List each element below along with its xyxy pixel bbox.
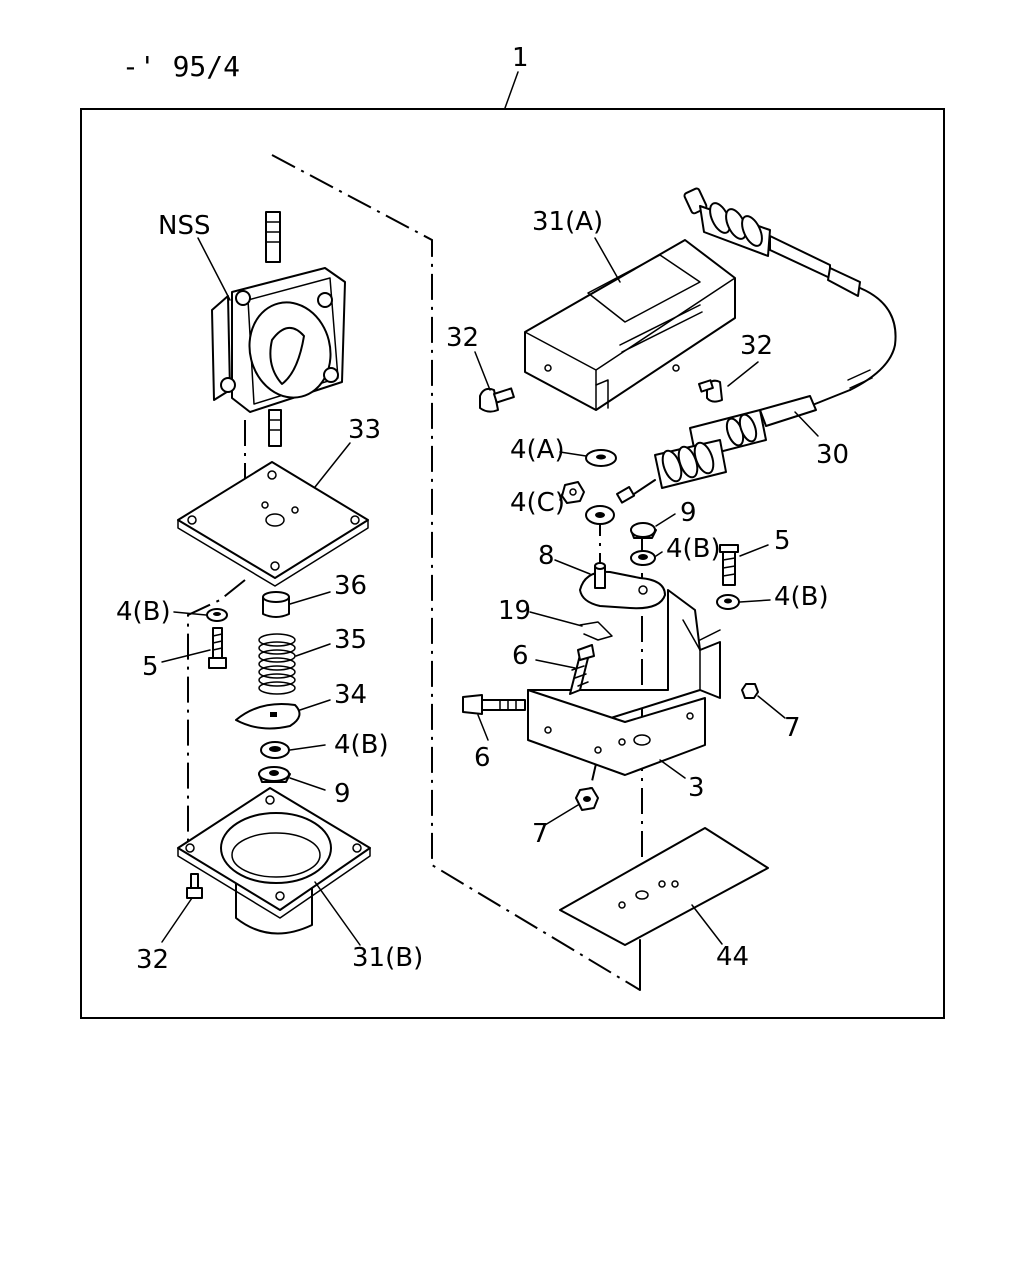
label-32-top-left: 32: [446, 323, 479, 353]
label-6-bottom: 6: [474, 743, 491, 773]
label-4c: 4(C): [510, 488, 565, 518]
label-19: 19: [498, 596, 531, 626]
label-4b-lower: 4(B): [334, 730, 389, 760]
label-7-right: 7: [784, 713, 801, 743]
bolt-5-left: [208, 627, 227, 669]
label-34: 34: [334, 680, 367, 710]
label-33: 33: [348, 415, 381, 445]
assembly-divider: [271, 154, 641, 991]
label-9-right: 9: [680, 498, 697, 528]
lever-8: [579, 562, 666, 610]
model-code-label: -' 95/4: [122, 50, 240, 83]
label-30: 30: [816, 440, 849, 470]
label-5-left: 5: [142, 652, 159, 682]
label-35: 35: [334, 625, 367, 655]
spring-35: [258, 633, 296, 695]
label-nss: NSS: [158, 211, 210, 241]
washer-4b-right-top: [630, 550, 656, 566]
leader-lines: [161, 237, 819, 946]
bracket-3: [527, 589, 721, 776]
cover-31a: [524, 239, 736, 411]
label-6-top: 6: [512, 641, 529, 671]
bolt-5-right: [719, 544, 739, 586]
nut-9-right: [630, 522, 657, 539]
washer-4a: [585, 449, 617, 467]
label-4b-right-top: 4(B): [666, 534, 721, 564]
bolt-6-top: [569, 644, 595, 695]
nut-4c: [561, 481, 585, 504]
lever-34: [235, 703, 301, 730]
label-5-right: 5: [774, 526, 791, 556]
washer-4b-left: [206, 608, 228, 622]
bolt-6-bottom: [462, 694, 526, 715]
label-3: 3: [688, 773, 705, 803]
label-32-left: 32: [136, 945, 169, 975]
label-7-bottom: 7: [532, 819, 549, 849]
nut-7-right: [741, 683, 759, 699]
plate-44: [559, 827, 769, 946]
cable-30: [585, 187, 897, 525]
bushing-36: [262, 591, 290, 618]
clip-19: [579, 621, 613, 641]
label-31b: 31(B): [352, 943, 423, 973]
housing-31b: [177, 787, 371, 935]
label-32-top-right: 32: [740, 331, 773, 361]
assembly-number-label: 1: [512, 43, 529, 73]
nut-7-bottom: [575, 787, 599, 811]
screw-32-left: [186, 873, 203, 899]
screw-32-cover-right: [698, 379, 723, 403]
washer-4b-lower: [260, 741, 290, 759]
callout-labels: NSS 33 4(B) 5 36 35 34 4(B) 9 32 31(B) 3…: [116, 207, 849, 975]
label-4b-left: 4(B): [116, 597, 171, 627]
screw-32-cover-left: [479, 387, 515, 413]
label-4a: 4(A): [510, 435, 565, 465]
label-9-left: 9: [334, 779, 351, 809]
plate-33: [177, 461, 369, 587]
label-31a: 31(A): [532, 207, 603, 237]
label-36: 36: [334, 571, 367, 601]
label-4b-right: 4(B): [774, 582, 829, 612]
throttle-body-nss: [211, 211, 346, 447]
label-8: 8: [538, 541, 555, 571]
assembly-leader: [504, 71, 519, 109]
washer-4b-right: [716, 594, 740, 610]
nut-9-left: [258, 766, 291, 783]
assembly-frame: [80, 108, 945, 1019]
label-44: 44: [716, 942, 749, 972]
